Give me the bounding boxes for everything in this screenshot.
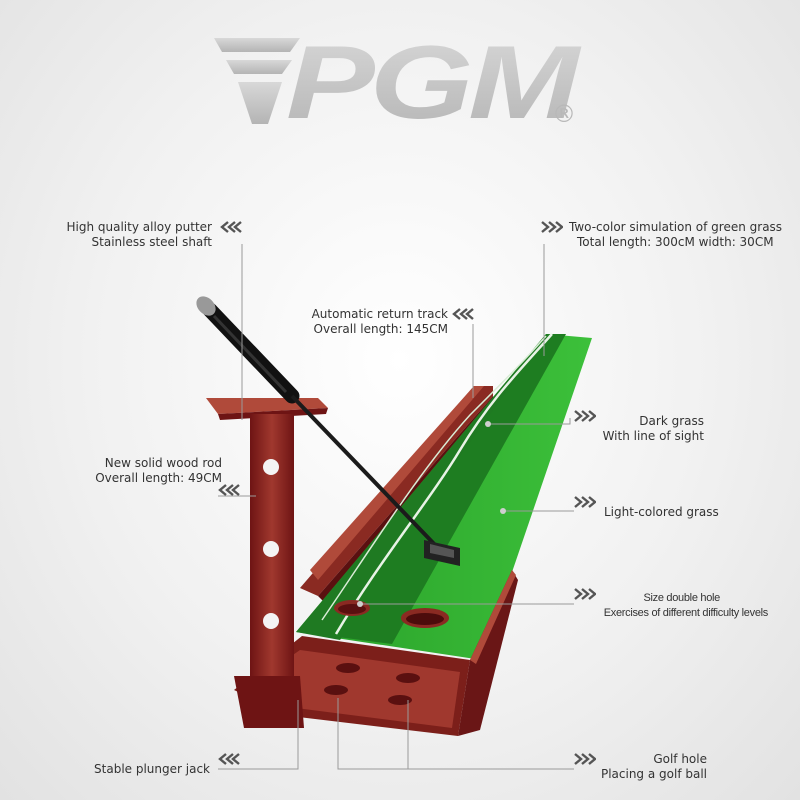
callout-wood-rod: New solid wood rod Overall length: 49CM [95, 456, 222, 486]
callout-lines [218, 244, 574, 770]
grass-mat [296, 333, 592, 660]
callout-putter-line2: Stainless steel shaft [91, 235, 212, 249]
callout-dark-grass-line1: Dark grass [639, 414, 704, 428]
callout-double-hole: Size double hole Exercises of different … [603, 591, 769, 621]
logo-wing-icon [214, 38, 300, 124]
callout-plunger: Stable plunger jack [94, 762, 210, 777]
chevron-right-icon [574, 410, 596, 422]
callout-dark-grass: Dark grass With line of sight [603, 414, 704, 444]
putter [196, 296, 460, 566]
callout-golf-hole: Golf hole Placing a golf ball [601, 752, 707, 782]
callout-grass-line1: Two-color simulation of green grass [569, 220, 783, 234]
callout-putter-line1: High quality alloy putter [66, 220, 213, 234]
callout-light-grass: Light-colored grass [604, 505, 719, 520]
chevron-left-icon [218, 753, 240, 765]
callout-double-hole-line1: Size double hole [643, 592, 720, 604]
callout-light-grass-line1: Light-colored grass [604, 505, 719, 519]
registered-mark: ® [552, 100, 576, 128]
callout-grass-line2: Total length: 300cM width: 30CM [577, 235, 774, 249]
callout-dots [357, 421, 506, 607]
callout-putter: High quality alloy putter Stainless stee… [67, 220, 213, 250]
callout-return-track: Automatic return track Overall length: 1… [312, 307, 448, 337]
logo-wordmark: PGM [286, 25, 582, 141]
callout-wood-rod-line2: Overall length: 49CM [95, 471, 222, 485]
callout-plunger-line1: Stable plunger jack [94, 762, 210, 776]
putter-stand [206, 398, 328, 728]
chevron-right-icon [574, 496, 596, 508]
chevron-right-icon [541, 221, 563, 233]
chevron-right-icon [574, 753, 596, 765]
callout-golf-hole-line2: Placing a golf ball [600, 767, 707, 781]
callout-wood-rod-line1: New solid wood rod [104, 456, 222, 470]
callout-dark-grass-line2: With line of sight [602, 429, 704, 443]
chevron-left-icon [220, 221, 242, 233]
callout-golf-hole-line1: Golf hole [653, 752, 707, 766]
chevron-left-icon [218, 484, 240, 496]
callout-grass: Two-color simulation of green grass Tota… [569, 220, 782, 250]
callout-double-hole-line2: Exercises of different difficulty levels [603, 607, 769, 619]
callout-return-track-line2: Overall length: 145CM [313, 322, 448, 336]
pgm-logo: PGM ® [214, 25, 586, 141]
callout-return-track-line1: Automatic return track [311, 307, 448, 321]
chevron-right-icon [574, 588, 596, 600]
chevron-left-icon [452, 308, 474, 320]
